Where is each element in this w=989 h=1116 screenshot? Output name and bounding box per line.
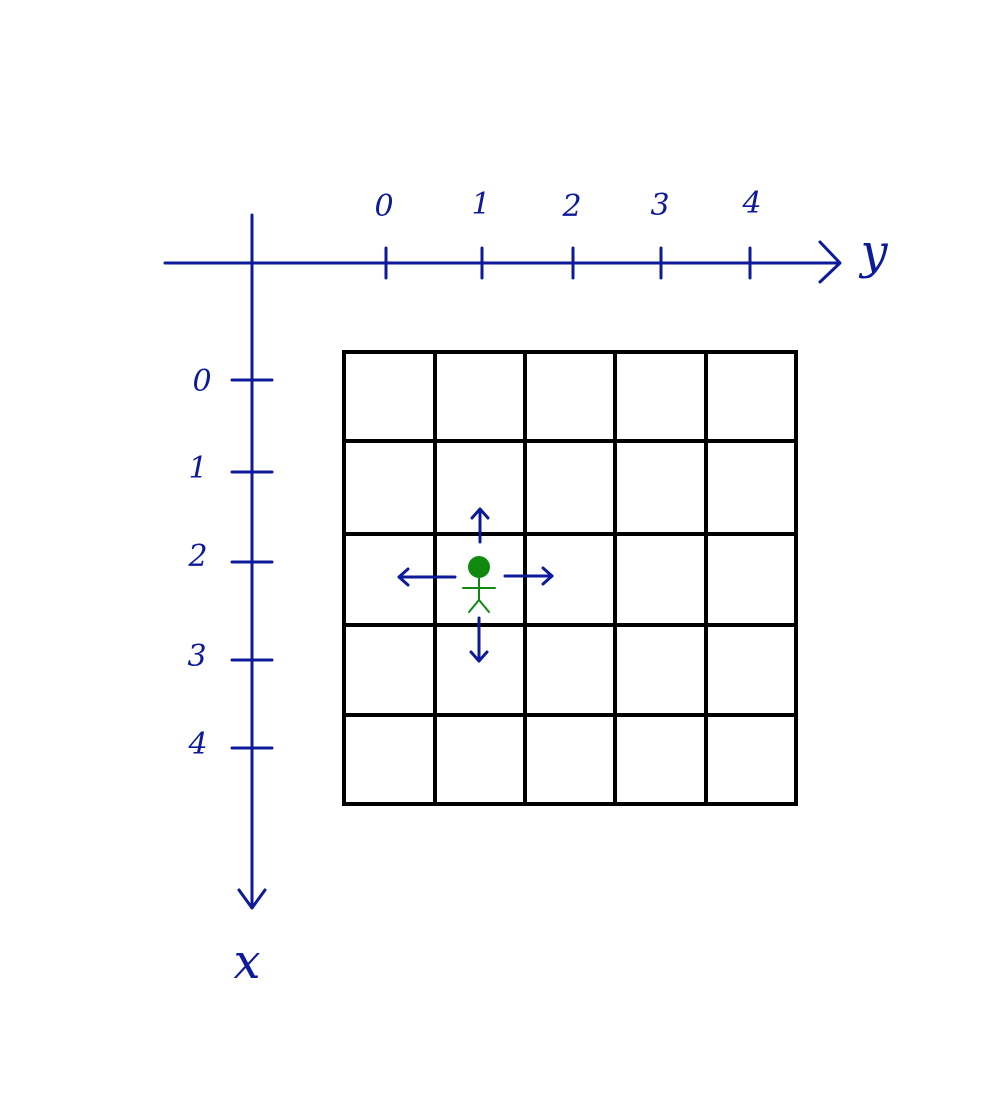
- x-axis-arrowhead: [237, 888, 267, 910]
- agent-head: [468, 556, 490, 578]
- y-tick-label-4: 4: [741, 186, 761, 221]
- x-tick-label-1: 1: [188, 451, 207, 486]
- arrow-down-icon: [469, 616, 489, 663]
- x-tick-label-3: 3: [187, 639, 206, 674]
- x-axis: x 0 1 2 3 4: [187, 213, 274, 990]
- y-axis: y 0 1 2 3 4: [163, 186, 888, 284]
- agent-figure: [462, 556, 496, 613]
- x-tick-label-4: 4: [187, 727, 207, 762]
- arrow-right-icon: [503, 566, 554, 586]
- x-tick-label-2: 2: [187, 539, 207, 574]
- x-axis-name: x: [233, 934, 260, 990]
- arrow-up-icon: [470, 507, 490, 544]
- x-tick-label-0: 0: [192, 364, 211, 399]
- arrow-left-icon: [397, 567, 457, 587]
- grid: [342, 350, 798, 806]
- agent-leg-left: [468, 599, 480, 613]
- y-tick-label-3: 3: [650, 188, 669, 223]
- agent-leg-right: [478, 599, 490, 613]
- move-arrows: [397, 507, 554, 663]
- y-tick-label-0: 0: [374, 189, 393, 224]
- y-axis-name: y: [858, 224, 888, 280]
- y-axis-arrowhead: [818, 240, 842, 284]
- grid-border: [342, 350, 798, 806]
- y-tick-label-1: 1: [471, 187, 490, 222]
- y-tick-label-2: 2: [561, 189, 581, 224]
